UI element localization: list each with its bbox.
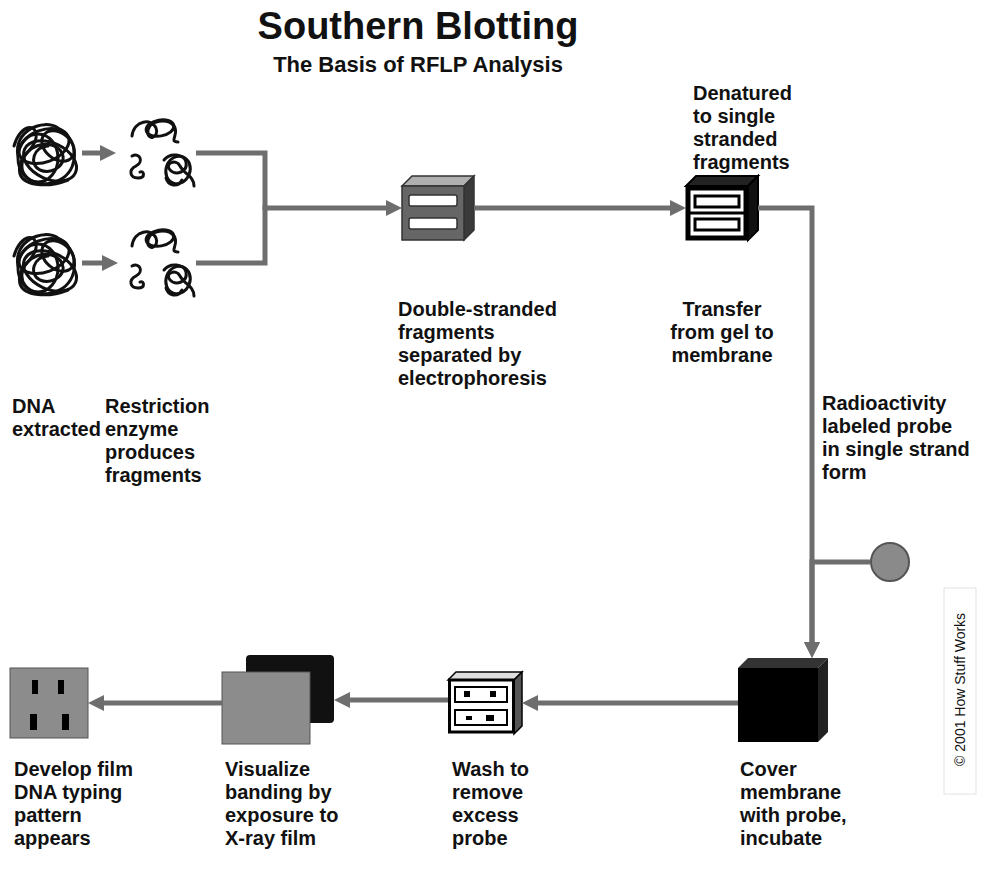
step-label: Develop film DNA typing pattern appears	[14, 758, 149, 850]
probe-incubation: Cover membrane with probe, incubate	[738, 658, 828, 742]
probe-circle: Radioactivity labeled probe in single st…	[870, 542, 910, 582]
dna-sample: DNA extracted	[8, 226, 82, 300]
flow-arrow	[96, 701, 222, 706]
diagram-title: Southern Blotting	[168, 6, 668, 48]
step-label: Radioactivity labeled probe in single st…	[822, 392, 972, 484]
wash-tray: Wash to remove excess probe	[448, 672, 522, 734]
step-label: Visualize banding by exposure to X-ray f…	[225, 758, 355, 850]
copyright-notice: © 2001 How Stuff Works	[952, 604, 969, 774]
flow-arrow	[342, 698, 448, 703]
step-sublabel: Transfer from gel to membrane	[670, 298, 774, 367]
flow-arrow	[530, 701, 738, 706]
flow-arrow	[812, 562, 870, 650]
electrophoresis-gel: Double-stranded fragments separated by e…	[402, 176, 474, 240]
step-label: Wash to remove excess probe	[452, 758, 540, 850]
transfer-membrane: Denatured to single stranded fragmentsTr…	[686, 176, 758, 240]
restriction-fragments: Restriction enzyme produces fragments	[118, 226, 196, 300]
flow-arrow	[82, 261, 110, 266]
flow-arrow	[474, 206, 678, 211]
step-label: Double-stranded fragments separated by e…	[398, 298, 576, 390]
flow-arrow	[196, 208, 394, 263]
flow-arrow	[758, 208, 812, 650]
x-ray-film: Visualize banding by exposure to X-ray f…	[222, 655, 334, 745]
step-label: DNA extracted	[12, 395, 112, 441]
step-label: Denatured to single stranded fragments	[693, 82, 805, 174]
step-label: Restriction enzyme produces fragments	[105, 395, 219, 487]
diagram-subtitle: The Basis of RFLP Analysis	[168, 52, 668, 78]
developed-film: Develop film DNA typing pattern appears	[10, 668, 88, 738]
step-label: Cover membrane with probe, incubate	[740, 758, 862, 850]
